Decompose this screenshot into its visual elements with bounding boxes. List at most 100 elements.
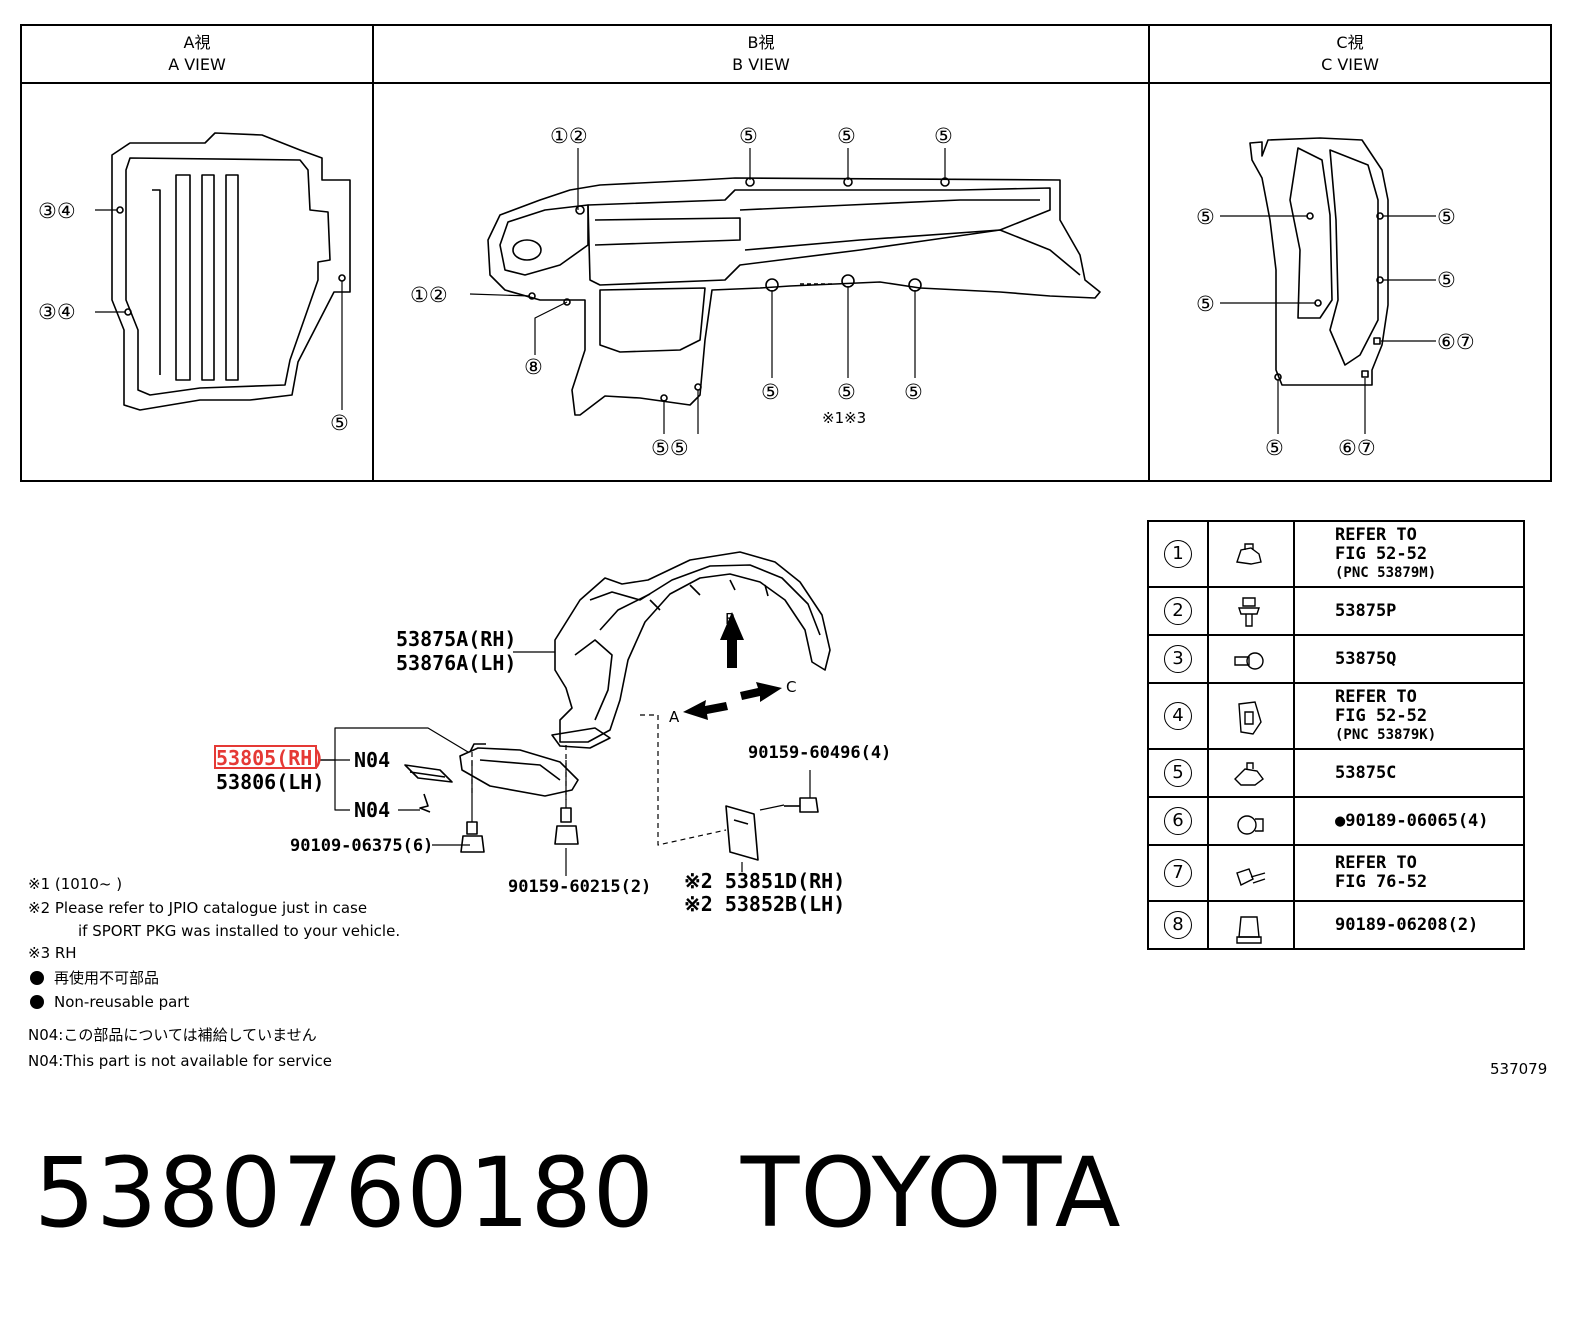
highlight-box <box>214 745 317 769</box>
legend-row-6[interactable]: 6 ●90189-06065(4) <box>1147 796 1525 846</box>
legend-number: 1 <box>1164 540 1192 568</box>
view-divider-1 <box>372 26 374 480</box>
b-marker-4: ⑤ <box>934 124 953 148</box>
b-marker-5: ①② <box>410 283 448 307</box>
header-divider <box>22 82 1550 84</box>
arrow-c-label: C <box>786 678 797 696</box>
note-4: 再使用不可部品 <box>54 969 160 987</box>
a-view-header: A視 A VIEW <box>22 32 372 76</box>
arrow-a-icon <box>683 700 728 720</box>
a-view-en: A VIEW <box>168 55 226 74</box>
bolt-drawings <box>460 797 819 853</box>
arrow-a-label: A <box>669 708 680 726</box>
part-number: 5380760180 <box>34 1137 655 1249</box>
b-marker-6: ⑧ <box>524 355 543 379</box>
shield-drawing <box>459 743 579 797</box>
legend-number: 3 <box>1164 645 1192 673</box>
b-view-leaders <box>469 148 946 434</box>
arrow-b-icon <box>720 612 744 668</box>
note-7: N04:This part is not available for servi… <box>28 1052 332 1070</box>
dashed-view-leader <box>471 714 727 846</box>
shield-rh-label[interactable]: 53805(RH) <box>216 746 325 770</box>
bolt1-label[interactable]: 90109-06375(6) <box>290 836 434 856</box>
note-5: Non-reusable part <box>54 993 190 1011</box>
seal-lh-label[interactable]: ※2 53852B(LH) <box>684 892 846 916</box>
legend-row-2[interactable]: 2 53875P <box>1147 586 1525 636</box>
b-marker-2: ⑤ <box>739 124 758 148</box>
legend-row-5[interactable]: 5 53875C <box>1147 748 1525 798</box>
legend-desc: 53875Q <box>1293 634 1525 684</box>
legend-row-8[interactable]: 8 90189-06208(2) <box>1147 900 1525 950</box>
n04-clip-drawing <box>404 764 453 813</box>
c-marker-3: ⑤ <box>1437 268 1456 292</box>
a-marker-2: ③④ <box>38 300 76 324</box>
seal-plate-drawing <box>725 804 785 861</box>
c-view-panel-drawing <box>1249 137 1389 386</box>
c-marker-1: ⑤ <box>1196 205 1215 229</box>
seal-rh-label[interactable]: ※2 53851D(RH) <box>684 869 846 893</box>
legend-number: 8 <box>1164 911 1192 939</box>
c-view-jp: C視 <box>1336 33 1364 52</box>
b-view-header: B視 B VIEW <box>374 32 1148 76</box>
c-marker-6: ⑤ <box>1265 436 1284 460</box>
n04-label-2: N04 <box>354 798 391 822</box>
c-view-en: C VIEW <box>1321 55 1379 74</box>
bolt3-label[interactable]: 90159-60496(4) <box>748 743 892 763</box>
liner-rh-label[interactable]: 53875A(RH) <box>396 627 517 651</box>
reference-code: 537079 <box>1490 1060 1548 1078</box>
view-divider-2 <box>1148 26 1150 480</box>
note-2b: if SPORT PKG was installed to your vehic… <box>78 922 401 940</box>
b-marker-9: ⑤ <box>904 380 923 404</box>
b-view-panel-drawing <box>487 177 1101 416</box>
bolt2-label[interactable]: 90159-60215(2) <box>508 877 652 897</box>
liner-lh-label[interactable]: 53876A(LH) <box>396 651 517 675</box>
c-marker-7: ⑥⑦ <box>1338 436 1376 460</box>
a-view-jp: A視 <box>183 33 211 52</box>
legend-desc: ●90189-06065(4) <box>1293 796 1525 846</box>
legend-desc: 90189-06208(2) <box>1293 900 1525 950</box>
view-arrows <box>683 612 782 720</box>
a-view-leaders <box>95 209 343 410</box>
shield-lh-label[interactable]: 53806(LH) <box>216 770 325 794</box>
c-view-header: C視 C VIEW <box>1150 32 1550 76</box>
b-marker-1: ①② <box>550 124 588 148</box>
legend-number: 2 <box>1164 597 1192 625</box>
legend-number: 7 <box>1164 859 1192 887</box>
bullet-icon-1 <box>30 971 44 985</box>
legend-row-3[interactable]: 3 53875Q <box>1147 634 1525 684</box>
c-view-leaders <box>1220 215 1436 434</box>
note-1: ※1 (1010~ ) <box>28 875 123 893</box>
note-2: ※2 Please refer to JPIO catalogue just i… <box>28 899 368 917</box>
b-marker-8: ⑤ <box>837 380 856 404</box>
note-6: N04:この部品については補給していません <box>28 1026 317 1044</box>
views-frame: A視 A VIEW B視 B VIEW C視 C VIEW <box>20 24 1552 482</box>
b-view-jp: B視 <box>747 33 775 52</box>
b-marker-3: ⑤ <box>837 124 856 148</box>
b-marker-7: ⑤ <box>761 380 780 404</box>
note-3: ※3 RH <box>28 944 77 962</box>
b-marker-10: ⑤⑤ <box>651 436 689 460</box>
brand-name: TOYOTA <box>740 1137 1122 1249</box>
arrow-c-icon <box>740 682 782 702</box>
a-marker-3: ⑤ <box>330 411 349 435</box>
c-marker-5: ⑥⑦ <box>1437 330 1475 354</box>
b-view-en: B VIEW <box>732 55 790 74</box>
part-number-title: 5380760180 TOYOTA <box>34 1138 1122 1248</box>
legend-number: 4 <box>1164 702 1192 730</box>
b-note: ※1※3 <box>822 409 867 427</box>
a-marker-1: ③④ <box>38 199 76 223</box>
bullet-icon-2 <box>30 995 44 1009</box>
legend-number: 6 <box>1164 807 1192 835</box>
c-marker-4: ⑤ <box>1196 292 1215 316</box>
a-view-panel-drawing <box>111 132 351 411</box>
n04-label-1: N04 <box>354 748 391 772</box>
arrow-b-label: B <box>725 610 736 628</box>
